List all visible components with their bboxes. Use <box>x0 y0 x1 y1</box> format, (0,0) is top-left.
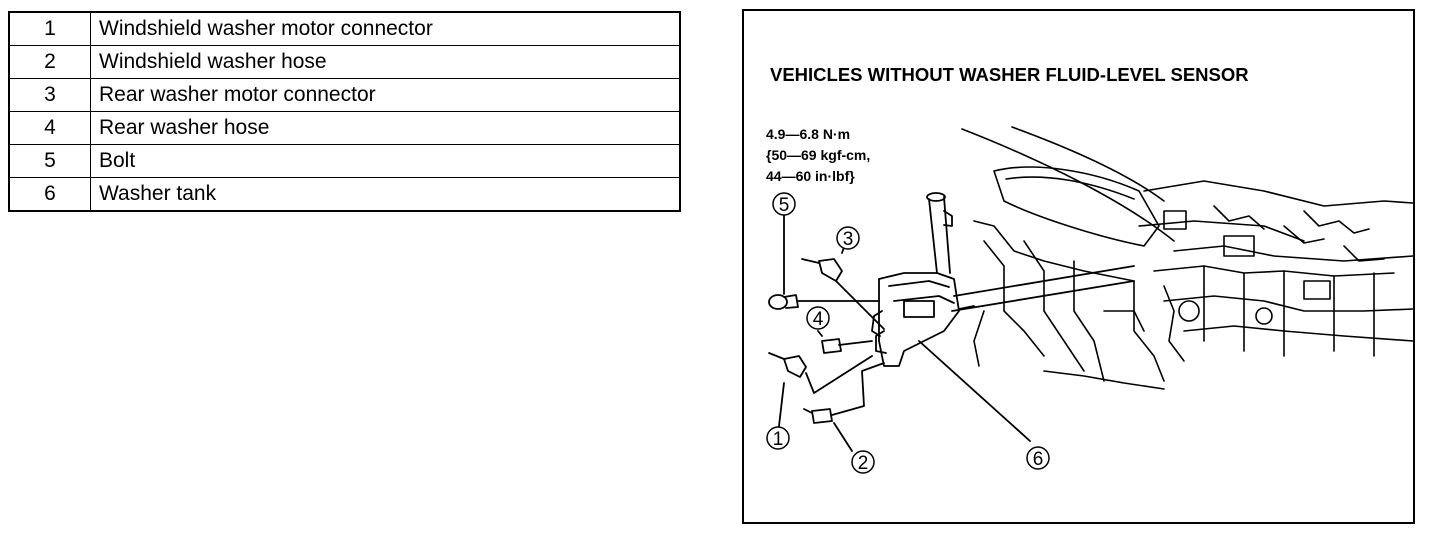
callout-label: 4 <box>813 309 824 330</box>
callout-label: 5 <box>779 195 790 216</box>
washer-tank-illustration <box>768 192 1135 452</box>
callout-6: 6 <box>1026 446 1050 470</box>
part-number: 6 <box>8 177 91 212</box>
part-number: 2 <box>8 45 91 79</box>
table-row: 4 Rear washer hose <box>8 111 681 145</box>
vehicle-body-illustration <box>961 126 1413 390</box>
part-number: 4 <box>8 111 91 145</box>
callout-label: 2 <box>858 453 869 474</box>
torque-spec-line: 4.9—6.8 N·m <box>766 126 850 142</box>
part-name: Washer tank <box>90 177 681 212</box>
callout-3: 3 <box>836 226 860 250</box>
torque-spec-line: 44—60 in·lbf} <box>766 168 855 184</box>
table-row: 2 Windshield washer hose <box>8 45 681 79</box>
parts-table: 1 Windshield washer motor connector 2 Wi… <box>8 11 681 212</box>
table-row: 5 Bolt <box>8 144 681 178</box>
part-name: Bolt <box>90 144 681 178</box>
figure-title: VEHICLES WITHOUT WASHER FLUID-LEVEL SENS… <box>770 64 1249 85</box>
part-number: 1 <box>8 11 91 46</box>
part-name: Rear washer motor connector <box>90 78 681 112</box>
part-number: 3 <box>8 78 91 112</box>
callout-1: 1 <box>766 426 790 450</box>
table-row: 6 Washer tank <box>8 177 681 212</box>
table-row: 1 Windshield washer motor connector <box>8 11 681 46</box>
part-number: 5 <box>8 144 91 178</box>
part-name: Rear washer hose <box>90 111 681 145</box>
diagram-frame: VEHICLES WITHOUT WASHER FLUID-LEVEL SENS… <box>742 9 1415 524</box>
table-row: 3 Rear washer motor connector <box>8 78 681 112</box>
callout-label: 1 <box>773 429 784 450</box>
callout-label: 6 <box>1033 449 1044 470</box>
callout-label: 3 <box>843 229 854 250</box>
callout-2: 2 <box>851 450 875 474</box>
callout-4: 4 <box>806 306 830 330</box>
washer-tank-diagram: VEHICLES WITHOUT WASHER FLUID-LEVEL SENS… <box>766 64 1413 474</box>
part-name: Windshield washer motor connector <box>90 11 681 46</box>
part-name: Windshield washer hose <box>90 45 681 79</box>
torque-spec-line: {50—69 kgf-cm, <box>766 147 870 163</box>
callout-5: 5 <box>772 192 796 216</box>
